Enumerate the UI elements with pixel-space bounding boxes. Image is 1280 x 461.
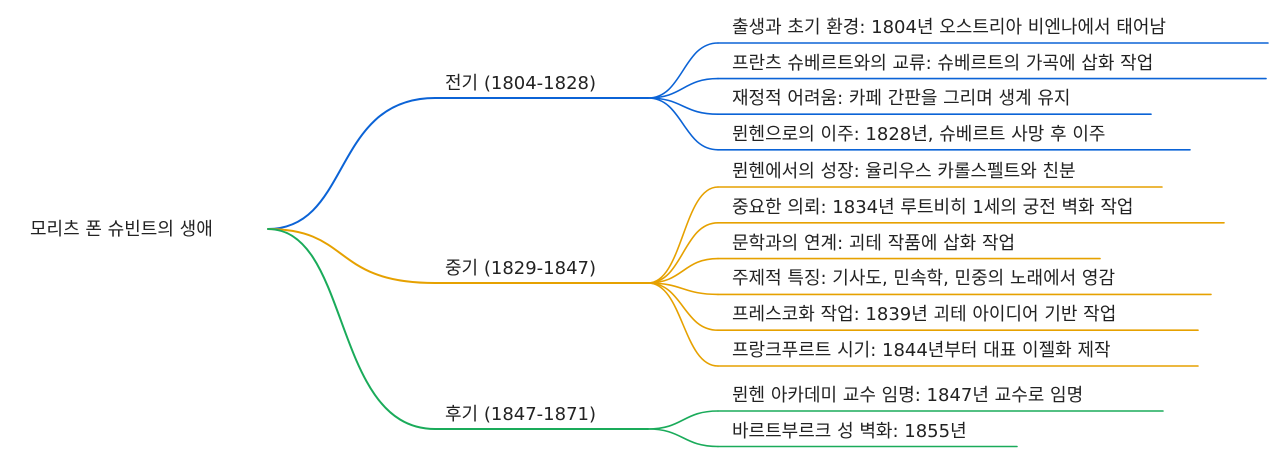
branch-connector-1 xyxy=(267,228,436,284)
child-connector-0-2 xyxy=(647,97,719,115)
child-label-1-2: 문학과의 연계: 괴테 작품에 삽화 작업 xyxy=(732,232,1016,254)
child-connector-2-0 xyxy=(647,410,719,430)
root-node-label: 모리츠 폰 슈빈트의 생애 xyxy=(30,219,213,240)
child-label-1-5: 프랑크푸르트 시기: 1844년부터 대표 이젤화 제작 xyxy=(732,340,1111,361)
child-connector-2-1 xyxy=(647,428,719,448)
child-connector-1-4 xyxy=(647,282,719,331)
child-label-0-0: 출생과 초기 환경: 1804년 오스트리아 비엔나에서 태어남 xyxy=(732,17,1166,38)
child-connector-1-3 xyxy=(647,282,719,296)
child-label-0-3: 뮌헨으로의 이주: 1828년, 슈베르트 사망 후 이주 xyxy=(732,123,1106,145)
branch-connector-0 xyxy=(267,97,436,230)
connectors xyxy=(23,42,1269,448)
branch-label-1: 중기 (1829-1847) xyxy=(445,258,596,279)
child-label-1-0: 뮌헨에서의 성장: 율리우스 카롤스펠트와 친분 xyxy=(732,161,1076,182)
child-label-1-1: 중요한 의뢰: 1834년 루트비히 1세의 궁전 벽화 작업 xyxy=(732,196,1134,218)
child-connector-1-0 xyxy=(647,186,719,284)
branch-connector-2 xyxy=(267,228,436,430)
child-connector-0-0 xyxy=(647,42,719,99)
child-label-1-4: 프레스코화 작업: 1839년 괴테 아이디어 기반 작업 xyxy=(732,304,1117,326)
child-connector-0-3 xyxy=(647,97,719,151)
child-label-2-1: 바르트부르크 성 벽화: 1855년 xyxy=(732,420,967,442)
child-connector-1-1 xyxy=(647,222,719,284)
root-spacer xyxy=(23,228,269,242)
child-label-0-2: 재정적 어려움: 카페 간판을 그리며 생계 유지 xyxy=(732,88,1071,110)
child-label-2-0: 뮌헨 아카데미 교수 임명: 1847년 교수로 임명 xyxy=(732,385,1084,406)
child-label-0-1: 프란츠 슈베르트와의 교류: 슈베르트의 가곡에 삽화 작업 xyxy=(732,52,1154,74)
branch-label-2: 후기 (1847-1871) xyxy=(445,404,596,425)
branch-label-0: 전기 (1804-1828) xyxy=(445,73,596,94)
child-connector-0-1 xyxy=(647,77,719,99)
child-connector-1-5 xyxy=(647,282,719,367)
child-label-1-3: 주제적 특징: 기사도, 민속학, 민중의 노래에서 영감 xyxy=(732,268,1116,290)
child-connector-1-2 xyxy=(647,257,719,284)
